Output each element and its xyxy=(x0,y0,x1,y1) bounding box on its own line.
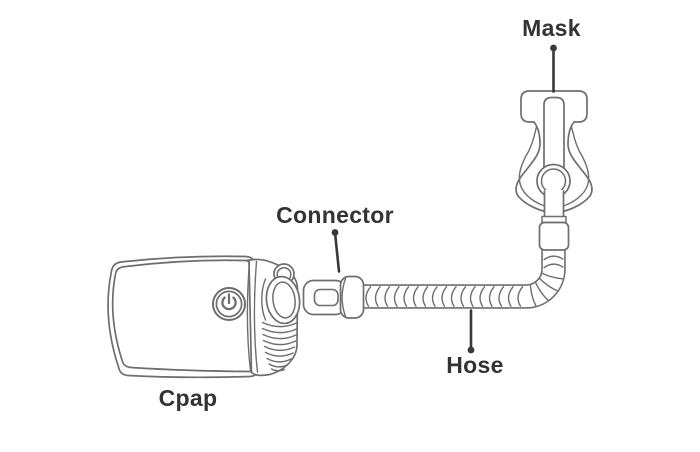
cpap-coil-ribs xyxy=(261,321,298,372)
hose-corrugation-lines xyxy=(365,255,564,307)
leader-line-connector xyxy=(331,229,341,273)
mask-illustration xyxy=(515,90,593,251)
label-hose: Hose xyxy=(446,352,504,378)
label-connector: Connector xyxy=(276,202,394,228)
label-mask: Mask xyxy=(522,15,581,41)
cpap-machine-illustration xyxy=(107,255,301,379)
leader-line-hose xyxy=(467,309,475,354)
power-icon xyxy=(212,287,246,321)
hose-illustration xyxy=(361,249,566,309)
leader-dot-mask xyxy=(550,44,557,52)
label-cpap: Cpap xyxy=(158,385,218,411)
leader-dot-hose xyxy=(467,346,475,354)
leader-dot-connector xyxy=(331,229,339,236)
leader-line-mask xyxy=(550,44,557,93)
connector-illustration xyxy=(302,275,365,319)
